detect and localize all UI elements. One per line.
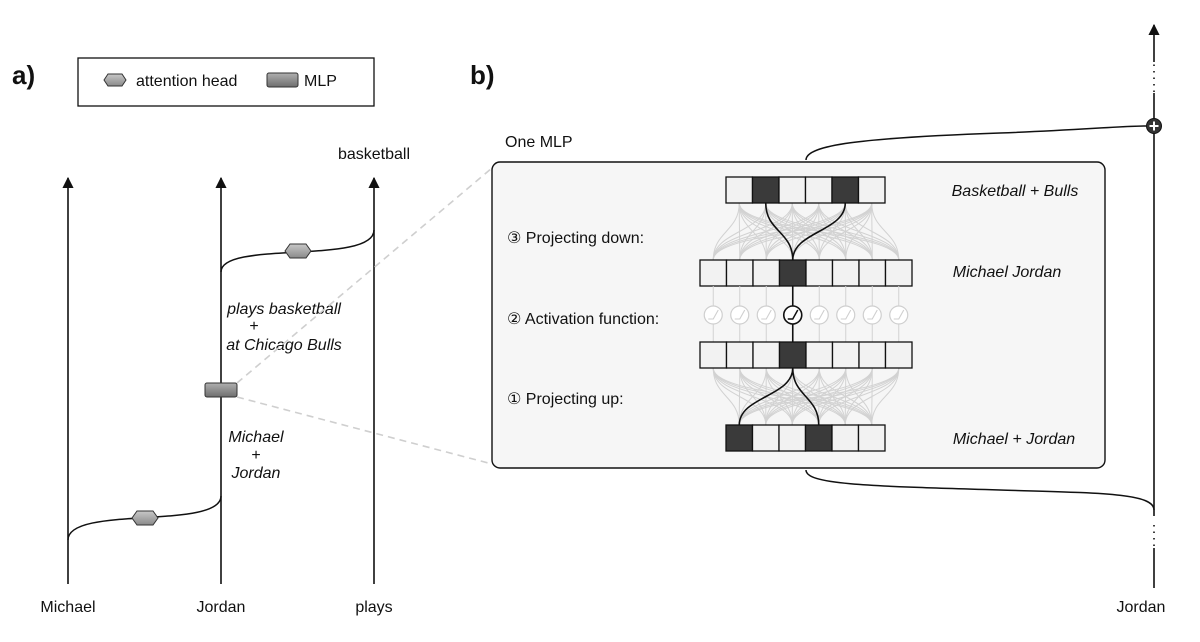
hidden-post-cell <box>752 259 781 287</box>
panel-a-label: a) <box>12 60 35 90</box>
svg-text:Michael: Michael <box>228 429 284 446</box>
hidden-post-cell <box>699 259 728 287</box>
activation-function-icon <box>703 286 723 342</box>
hidden-pre-cell <box>725 341 754 369</box>
hidden-post-cell <box>805 259 834 287</box>
hidden-pre-cell <box>884 341 913 369</box>
output-layer-cell <box>778 176 807 204</box>
active-connection-line <box>791 367 820 426</box>
mlp-legend-icon <box>266 72 299 88</box>
connection-line <box>739 202 873 261</box>
connection-line <box>818 367 900 426</box>
svg-text:at Chicago Bulls: at Chicago Bulls <box>226 337 342 354</box>
activation-function-icon <box>782 305 803 325</box>
active-connections <box>738 202 847 426</box>
input-layer-cell <box>804 424 833 452</box>
token-jordan-b: Jordan <box>1117 599 1166 616</box>
connection-line <box>871 202 873 261</box>
step-projecting-up-label: ① Projecting up: <box>507 391 624 408</box>
panel-b-label: b) <box>470 60 495 90</box>
token-jordan: Jordan <box>197 599 246 616</box>
connection-line <box>738 367 900 426</box>
hidden-post-cell <box>778 259 807 287</box>
activation-function-icon <box>730 286 750 342</box>
input-layer-cell <box>725 424 754 452</box>
output-token-basketball: basketball <box>338 146 410 163</box>
input-layer-cell <box>831 424 860 452</box>
connection-line <box>791 367 900 426</box>
input-layer-cell <box>751 424 780 452</box>
mlp-block-icon <box>204 382 238 398</box>
input-layer-cell <box>778 424 807 452</box>
legend: attention head MLP <box>77 57 375 107</box>
add-node-icon <box>1146 118 1162 134</box>
legend-mlp-label: MLP <box>304 73 337 90</box>
hidden-post-cell <box>884 259 913 287</box>
hidden-pre-cell <box>778 341 807 369</box>
activation-function-icon <box>889 286 909 342</box>
connection-line <box>792 202 873 261</box>
step-activation-label: ② Activation function: <box>507 311 659 328</box>
output-layer-cell <box>725 176 754 204</box>
connection-line <box>844 367 900 426</box>
attention-head-icon-upper <box>284 243 312 259</box>
activation-function-icon <box>809 286 829 342</box>
connection-line <box>845 202 873 261</box>
activation-functions <box>703 286 909 342</box>
hidden-pre-cell <box>699 341 728 369</box>
hidden-post-cell <box>831 259 860 287</box>
token-michael: Michael <box>40 599 95 616</box>
svg-text:+: + <box>251 447 260 464</box>
hidden-layer-pre-activation <box>699 341 913 369</box>
hidden-pre-cell <box>752 341 781 369</box>
input-layer <box>725 424 886 452</box>
output-layer <box>725 176 886 204</box>
active-connection-line <box>764 202 794 261</box>
connection-line <box>712 202 873 261</box>
hidden-layer-post-activation <box>699 259 913 287</box>
connection-line <box>871 367 900 426</box>
hidden-pre-cell <box>858 341 887 369</box>
mlp-input-curve <box>805 469 1155 511</box>
upper-annotation: plays basketball + at Chicago Bulls <box>226 301 342 354</box>
attention-head-legend-icon <box>103 73 127 87</box>
mlp-output-curve <box>805 125 1147 161</box>
output-layer-cell <box>804 176 833 204</box>
activation-function-icon <box>836 286 856 342</box>
hidden-post-cell <box>858 259 887 287</box>
active-connection-line <box>791 202 847 261</box>
zoom-line-bottom <box>236 396 493 465</box>
hidden-post-cell <box>725 259 754 287</box>
connection-line <box>765 367 900 426</box>
legend-attention-head-label: attention head <box>136 73 237 90</box>
attention-head-icon-lower <box>131 510 159 526</box>
svg-text:+: + <box>249 318 258 335</box>
output-layer-cell <box>857 176 886 204</box>
connection-line <box>818 202 873 261</box>
input-layer-cell <box>857 424 886 452</box>
activation-function-icon <box>756 286 776 342</box>
output-layer-cell <box>751 176 780 204</box>
layer-label-top: Basketball + Bulls <box>952 183 1079 200</box>
lower-annotation: Michael + Jordan <box>228 429 284 482</box>
svg-text:plays basketball: plays basketball <box>226 301 341 318</box>
svg-text:Jordan: Jordan <box>231 465 281 482</box>
hidden-pre-cell <box>831 341 860 369</box>
activation-function-icon <box>862 286 882 342</box>
token-plays: plays <box>355 599 392 616</box>
connection-line <box>712 367 740 426</box>
zoom-line-top <box>236 167 493 384</box>
connection-line <box>712 202 740 261</box>
connection-line <box>712 202 767 261</box>
connection-line <box>871 202 900 261</box>
layer-label-hidden: Michael Jordan <box>953 264 1062 281</box>
active-connection-line <box>738 367 794 426</box>
hidden-pre-cell <box>805 341 834 369</box>
layer-label-bottom: Michael + Jordan <box>953 431 1075 448</box>
step-projecting-down-label: ③ Projecting down: <box>507 230 644 247</box>
connection-line <box>738 367 741 426</box>
one-mlp-title: One MLP <box>505 134 573 151</box>
output-layer-cell <box>831 176 860 204</box>
